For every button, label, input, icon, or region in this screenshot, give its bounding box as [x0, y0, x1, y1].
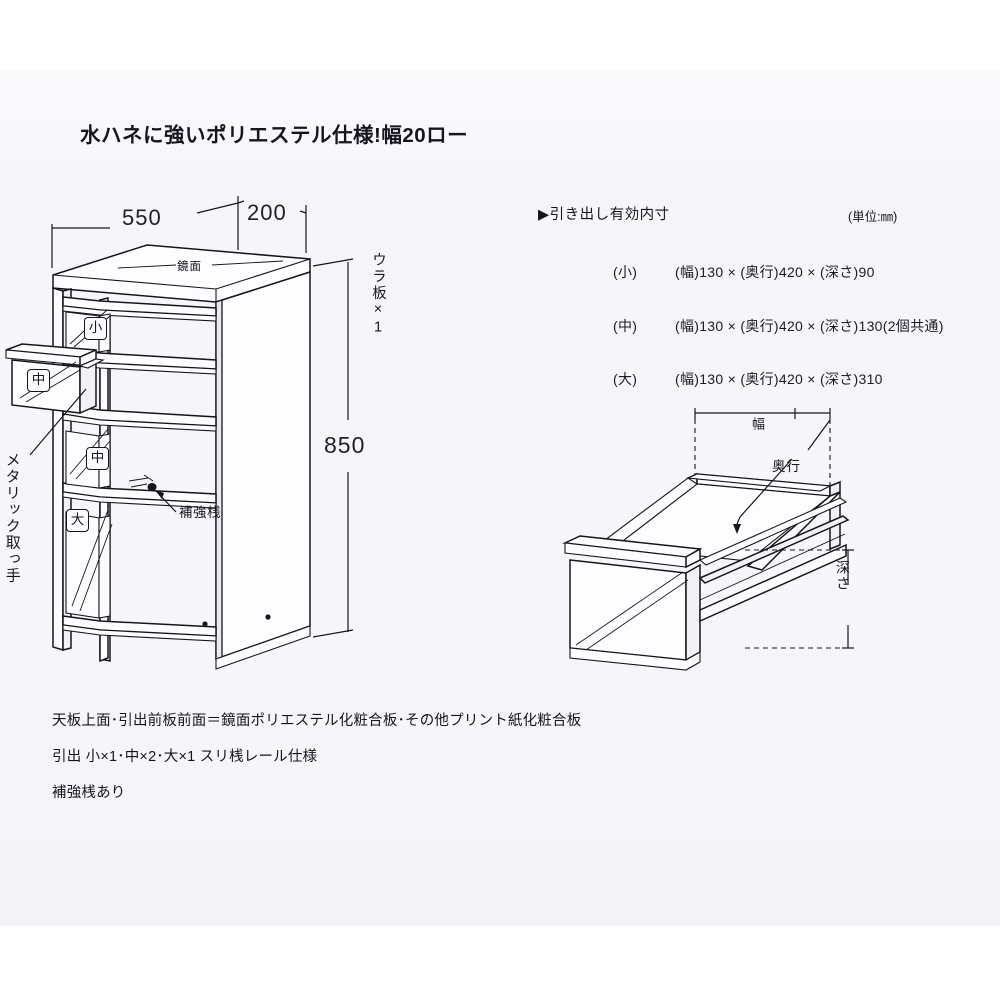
dimension-200 [237, 200, 307, 253]
drawer-badge-small: 小 [84, 317, 107, 340]
spec-value-small: (幅)130 × (奥行)420 × (深さ)90 [675, 264, 875, 280]
metallic-handle-label: メタリック取っ手 [3, 452, 21, 584]
note-brace: 補強桟あり [52, 785, 126, 801]
spec-value-large: (幅)130 × (奥行)420 × (深さ)310 [675, 371, 883, 387]
spec-row-mid: (中) (幅)130 × (奥行)420 × (深さ)130(2個共通) [613, 316, 944, 336]
spec-heading: ▶引き出し有効内寸 [538, 207, 670, 223]
mirror-surface-label: 鏡面 [177, 261, 202, 273]
cabinet-side-panel [215, 270, 311, 661]
brace-leader [155, 490, 177, 513]
dimension-550 [51, 196, 239, 268]
dimension-height [745, 549, 854, 649]
drawer-badge-mid-lower: 中 [86, 447, 109, 470]
panel-hole [265, 614, 271, 620]
drawer-depth-label: 奥行 [772, 459, 801, 474]
drawer-detail-drawing [562, 408, 854, 671]
drawer-badge-large: 大 [66, 509, 89, 532]
dimension-depth-leader [733, 458, 793, 534]
page-title: 水ハネに強いポリエステル仕様!幅20ロー [80, 124, 469, 147]
backboard-label: ウラ板×1 [370, 252, 386, 338]
cabinet-drawing [5, 196, 354, 670]
cabinet-side-bottom-edge [215, 625, 311, 670]
drawer-bay-rails [62, 296, 217, 642]
spec-size-mid: (中) [613, 318, 638, 334]
drawer-badge-mid-upper: 中 [27, 369, 50, 392]
spec-size-large: (大) [613, 371, 638, 387]
spec-row-large: (大) (幅)130 × (奥行)420 × (深さ)310 [613, 369, 883, 389]
note-materials: 天板上面･引出前板前面＝鏡面ポリエステル化粧合板･その他プリント紙化粧合板 [52, 713, 582, 729]
drawer-height-label: 深さ [835, 560, 851, 592]
reinforcement-brace-label: 補強桟 [179, 505, 221, 520]
drawer-front-panel [562, 535, 703, 671]
drawer-side-runner [698, 497, 850, 623]
spec-size-small: (小) [613, 264, 638, 280]
panel-hole [202, 621, 208, 627]
spec-unit-note: (単位:㎜) [848, 210, 898, 224]
dimension-width [694, 408, 831, 487]
drawer-width-label: 幅 [750, 417, 765, 430]
note-drawer-count: 引出 小×1･中×2･大×1 スリ桟レール仕様 [52, 749, 318, 765]
drawer-mid-pulled-out [5, 343, 105, 415]
dimension-label-height: 850 [324, 432, 366, 458]
spec-value-mid: (幅)130 × (奥行)420 × (深さ)130(2個共通) [675, 318, 944, 334]
dimension-850 [312, 258, 354, 638]
spec-row-small: (小) (幅)130 × (奥行)420 × (深さ)90 [613, 262, 875, 282]
mirror-label-leader [117, 260, 284, 269]
handle-leader [29, 388, 87, 456]
dimension-label-depth: 200 [247, 200, 287, 225]
brace-icon [128, 474, 157, 491]
dimension-label-width: 550 [122, 205, 162, 230]
